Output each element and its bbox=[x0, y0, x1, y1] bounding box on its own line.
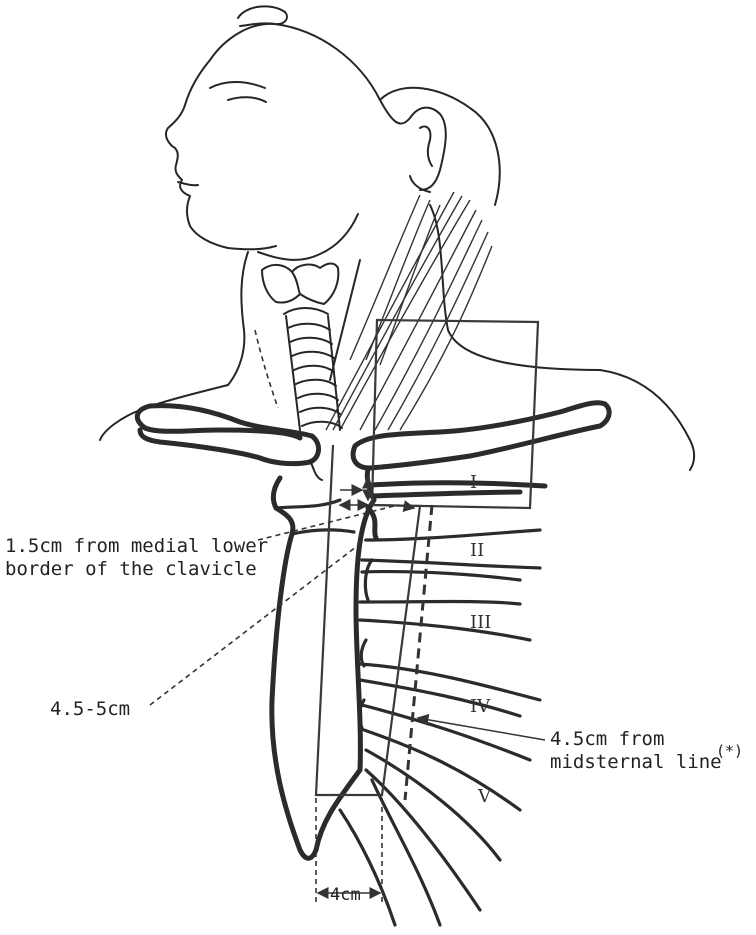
reference-lines bbox=[316, 505, 432, 905]
midsternal-note-line1: 4.5cm from bbox=[550, 728, 664, 750]
sternum-width-label: 4.5-5cm bbox=[50, 698, 130, 720]
bottom-width-label: 4cm bbox=[330, 885, 361, 905]
rib-label-1: I bbox=[470, 472, 477, 493]
midsternal-marker: (*) bbox=[716, 742, 743, 760]
rib-label-4: IV bbox=[470, 696, 491, 717]
rib-label-5: V bbox=[477, 786, 492, 807]
rib-label-2: II bbox=[470, 540, 484, 561]
ribs bbox=[340, 483, 545, 925]
head-outline bbox=[166, 6, 500, 260]
clavicle-note-line1: 1.5cm from medial lower bbox=[5, 535, 268, 557]
rib-label-3: III bbox=[470, 612, 491, 633]
larynx-trachea bbox=[262, 264, 342, 431]
rib-labels: I II III IV V bbox=[470, 472, 492, 807]
annotations: 1.5cm from medial lower border of the cl… bbox=[5, 535, 743, 905]
clavicle-note-line2: border of the clavicle bbox=[5, 558, 257, 580]
midsternal-note-line2: midsternal line bbox=[550, 751, 722, 773]
